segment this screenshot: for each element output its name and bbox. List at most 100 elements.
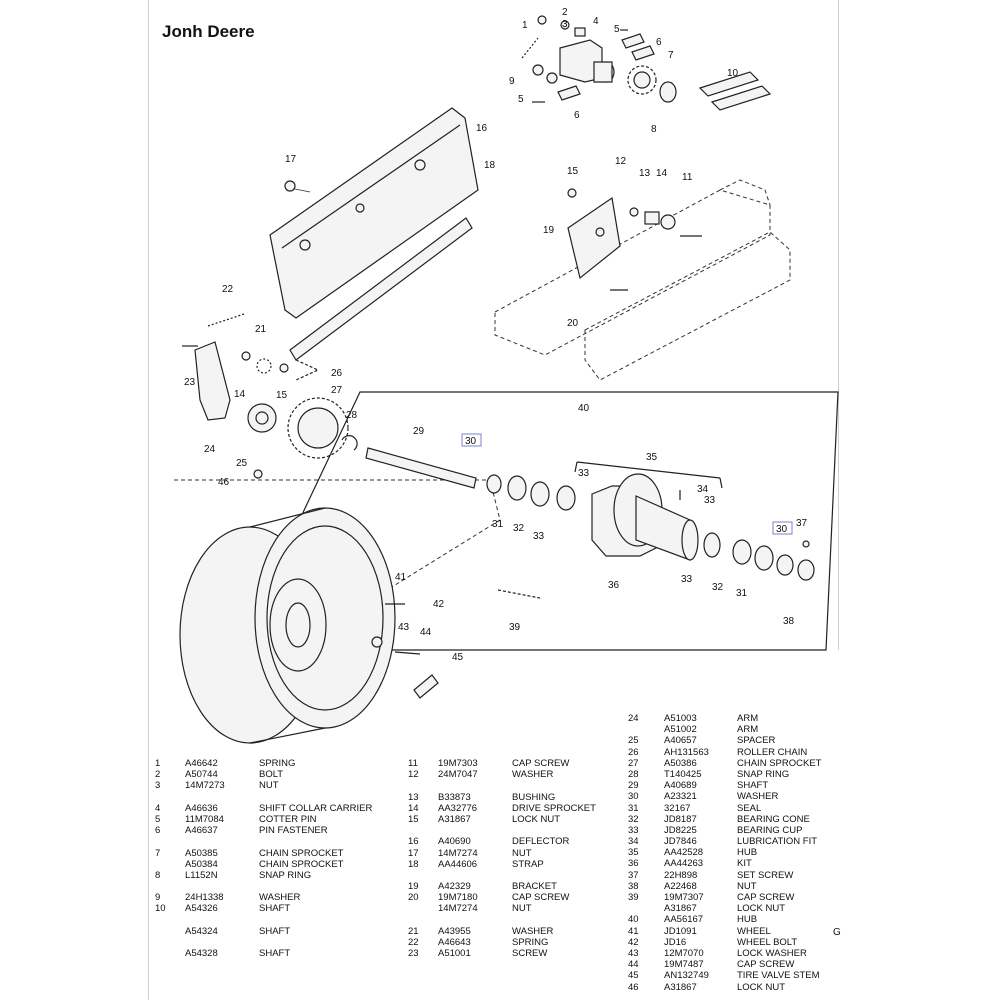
part-number: A40689 — [664, 780, 697, 792]
part-description: LOCK NUT — [512, 813, 561, 825]
part-number: 19M7303 — [438, 758, 478, 769]
parts-list-spacer — [155, 937, 389, 948]
part-description: SNAP RING — [259, 869, 312, 881]
exploded-parts-diagram: 1 2 3 4 5 5 6 6 7 8 9 10 11 12 13 14 14 … — [174, 7, 839, 744]
part-description: ARM — [737, 724, 759, 736]
callout-20: 20 — [567, 318, 579, 329]
part-number: 24H1338 — [185, 892, 224, 904]
part-ref-number: 14 — [408, 802, 419, 814]
part-ref-number: 37 — [628, 869, 639, 881]
part-ref-number: 20 — [408, 892, 419, 904]
hub-assembly — [174, 391, 839, 651]
wheel-assembly — [179, 507, 439, 744]
part-number: 22H898 — [664, 869, 698, 881]
shift-collar-assembly — [521, 15, 772, 111]
callout-26: 26 — [331, 368, 343, 379]
callout-44: 44 — [420, 627, 432, 638]
callout-14-top: 14 — [656, 168, 668, 179]
part-description: CAP SCREW — [512, 892, 570, 904]
callout-9: 9 — [509, 76, 515, 87]
callout-42: 42 — [433, 599, 445, 610]
part-description: BEARING CUP — [737, 824, 803, 836]
part-number: JD1091 — [664, 925, 697, 937]
part-ref-number: 7 — [155, 847, 161, 859]
parts-list-spacer — [408, 780, 642, 791]
part-ref-number: 33 — [628, 824, 639, 836]
arm-assembly — [182, 313, 358, 479]
parts-list-spacer — [155, 915, 389, 926]
part-description: SET SCREW — [737, 869, 794, 881]
part-description: ARM — [737, 713, 759, 724]
part-number: A40657 — [664, 735, 697, 747]
part-description: SPRING — [259, 758, 296, 769]
part-ref-number: 22 — [408, 937, 419, 948]
part-number: 12M7070 — [664, 947, 704, 959]
callout-33-c: 33 — [704, 495, 716, 506]
callout-12: 12 — [615, 156, 627, 167]
callout-11: 11 — [682, 172, 693, 183]
part-ref-number: 4 — [155, 802, 161, 814]
callout-15-left: 15 — [276, 390, 288, 401]
parts-list-spacer — [155, 792, 389, 803]
page-right-rule — [838, 0, 839, 650]
part-ref-number — [628, 903, 664, 914]
part-ref-number: 32 — [628, 813, 639, 825]
part-number: 19M7180 — [438, 892, 478, 904]
part-ref-number: 42 — [628, 936, 639, 948]
part-description: CHAIN SPROCKET — [737, 757, 822, 769]
part-number: AA44606 — [438, 858, 478, 870]
part-ref-number: 30 — [628, 791, 639, 803]
part-description: WHEEL — [737, 925, 771, 937]
part-number: A31867 — [438, 813, 471, 825]
callout-19: 19 — [543, 225, 555, 236]
part-description: SHAFT — [737, 780, 769, 792]
part-ref-number: 1 — [155, 758, 161, 769]
callout-15-top: 15 — [567, 166, 579, 177]
part-number: AN132749 — [664, 970, 709, 982]
callout-13: 13 — [639, 168, 651, 179]
callout-45: 45 — [452, 652, 464, 663]
part-description: CHAIN SPROCKET — [259, 847, 344, 859]
part-description: NUT — [737, 880, 757, 892]
callout-24: 24 — [204, 444, 216, 455]
callout-5-bottom: 5 — [518, 94, 524, 105]
part-number: L1152N — [185, 869, 218, 881]
part-number: JD7846 — [664, 836, 697, 848]
callout-39: 39 — [509, 622, 521, 633]
callout-5-top: 5 — [614, 24, 620, 35]
callout-33-b: 33 — [578, 468, 590, 479]
parts-list-row: 20 19M7180 CAP SCREW — [408, 892, 642, 903]
part-ref-number: 11 — [408, 758, 418, 769]
part-number: A31867 — [664, 903, 697, 915]
part-number: B33873 — [438, 791, 471, 803]
part-number: A43955 — [438, 925, 471, 937]
part-ref-number: 23 — [408, 948, 419, 960]
part-ref-number: 25 — [628, 735, 639, 747]
part-number: 24M7047 — [438, 769, 478, 781]
part-number: A46643 — [438, 937, 471, 948]
part-number: A46636 — [185, 802, 218, 814]
part-number: 19M7307 — [664, 892, 704, 903]
part-ref-number: 46 — [628, 981, 639, 993]
part-number: A51003 — [664, 713, 697, 724]
clipped-letter: G — [833, 927, 841, 938]
callout-34: 34 — [697, 484, 709, 495]
part-ref-number: 18 — [408, 858, 419, 870]
part-ref-number — [155, 926, 185, 937]
part-number: A42329 — [438, 881, 471, 893]
part-ref-number: 6 — [155, 825, 161, 837]
part-ref-number: 21 — [408, 925, 419, 937]
part-number: JD16 — [664, 936, 687, 948]
part-ref-number: 31 — [628, 802, 639, 814]
